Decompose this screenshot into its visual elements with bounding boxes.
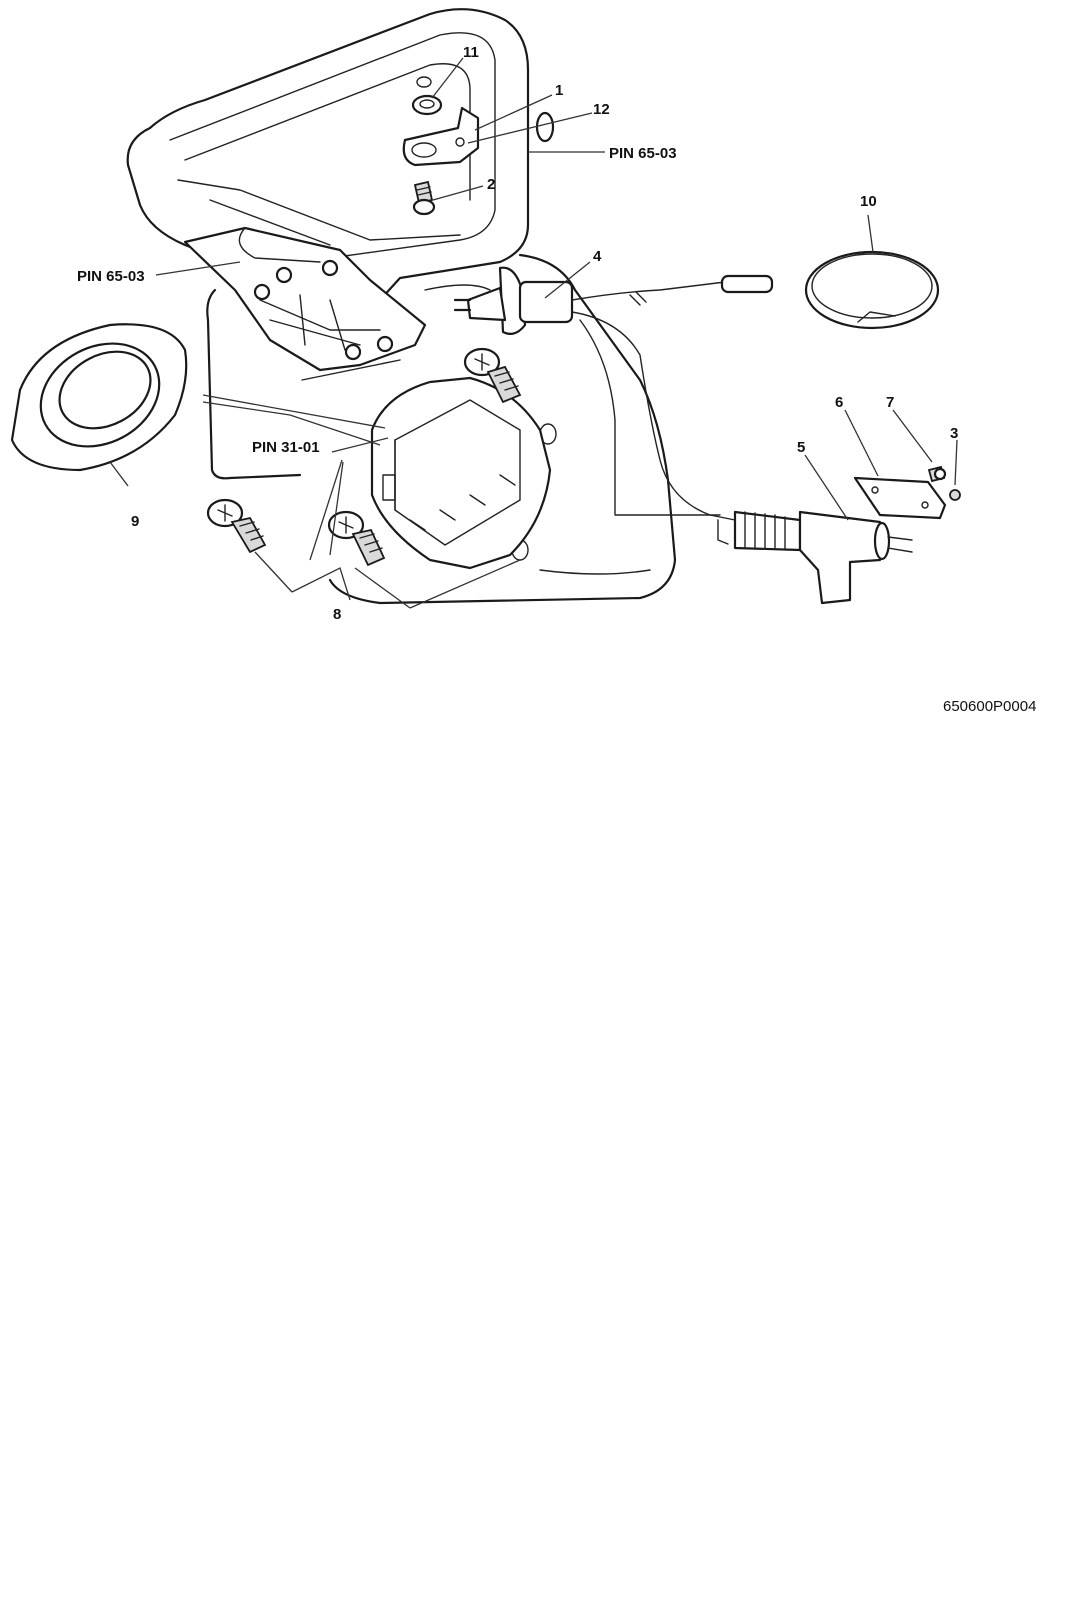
screw-part-7 bbox=[927, 465, 947, 483]
filler-housing bbox=[206, 253, 721, 605]
leader-lines bbox=[109, 57, 958, 609]
fuel-flap-door bbox=[126, 8, 530, 309]
callout-labels: 1 2 3 4 5 6 7 8 9 10 11 12 PIN 65-03 PIN… bbox=[77, 44, 958, 623]
screw-part-8-c bbox=[463, 347, 522, 404]
clip-ring-part-10 bbox=[804, 250, 940, 330]
callout-6: 6 bbox=[835, 394, 843, 411]
pin-65-03-left-label: PIN 65-03 bbox=[77, 268, 145, 285]
figure-code: 650600P0004 bbox=[943, 698, 1036, 715]
callout-11: 11 bbox=[463, 44, 479, 61]
actuator-part-5 bbox=[709, 510, 913, 605]
fuel-filler-exploded-diagram: 1 2 3 4 5 6 7 8 9 10 11 12 PIN 65-03 PIN… bbox=[10, 8, 1036, 715]
screw-part-2 bbox=[412, 180, 436, 216]
callout-2: 2 bbox=[487, 176, 495, 193]
callout-5: 5 bbox=[797, 439, 805, 456]
pin-65-03-right-label: PIN 65-03 bbox=[609, 145, 677, 162]
sensor-part-4 bbox=[453, 266, 774, 516]
callout-10: 10 bbox=[860, 193, 877, 210]
o-ring-part-12 bbox=[535, 111, 555, 143]
callout-1: 1 bbox=[555, 82, 563, 99]
callout-7: 7 bbox=[886, 394, 894, 411]
pin-31-01-label: PIN 31-01 bbox=[252, 439, 320, 456]
latch-bracket-part-1 bbox=[402, 106, 480, 167]
callout-9: 9 bbox=[131, 513, 139, 530]
callout-12: 12 bbox=[593, 101, 610, 118]
screw-part-8-a bbox=[206, 498, 267, 554]
nut-part-3 bbox=[949, 489, 961, 501]
bracket-part-6 bbox=[853, 476, 947, 520]
callout-8: 8 bbox=[333, 606, 341, 623]
washer-part-11 bbox=[411, 76, 443, 116]
hinge-assembly bbox=[183, 226, 427, 372]
callout-3: 3 bbox=[950, 425, 958, 442]
seal-ring-part-9 bbox=[10, 323, 188, 472]
filler-cap bbox=[370, 376, 552, 570]
callout-4: 4 bbox=[593, 248, 602, 265]
screw-part-8-b bbox=[327, 510, 386, 567]
